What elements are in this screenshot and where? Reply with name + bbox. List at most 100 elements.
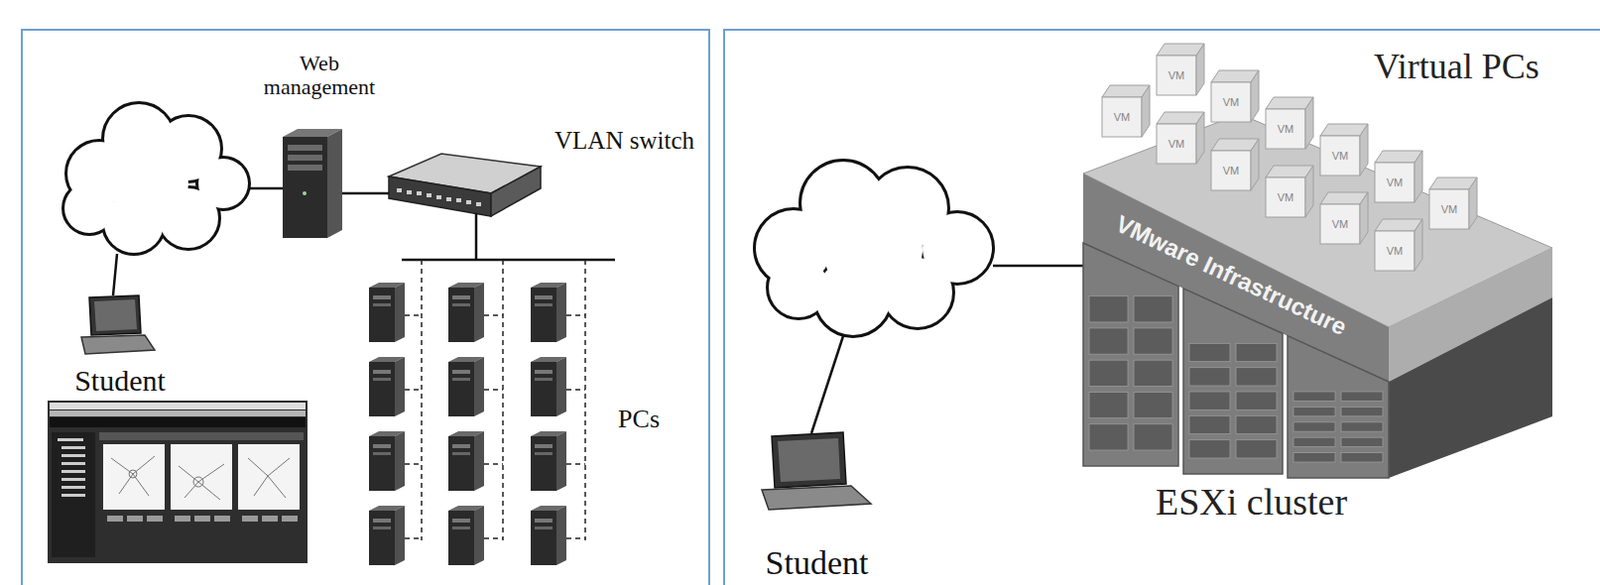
pc-tower	[394, 431, 405, 492]
server-rack	[1388, 297, 1553, 479]
network-wire	[811, 265, 1084, 434]
node-label: Student	[74, 364, 166, 397]
rack-unit	[1293, 391, 1336, 401]
vm-cube: VM	[1209, 68, 1261, 124]
rack-unit	[1235, 440, 1277, 459]
screenshot-thumbnail	[61, 446, 86, 450]
server-icon	[287, 154, 323, 161]
pc-tower	[530, 357, 567, 417]
cloud-icon	[755, 161, 992, 336]
rack-unit	[1235, 368, 1277, 386]
cloud-icon	[768, 257, 829, 318]
vm-label: VM	[1223, 96, 1240, 109]
rack-unit	[1189, 415, 1231, 434]
network-wire	[113, 253, 118, 296]
pc-tower	[369, 510, 395, 566]
pc-tower	[530, 362, 557, 417]
cloud-icon	[768, 257, 829, 318]
screenshot-thumbnail	[238, 444, 300, 510]
screenshot-thumbnail	[47, 400, 308, 564]
pc-tower	[369, 436, 395, 492]
pc-tower	[372, 526, 391, 530]
screenshot-thumbnail	[107, 515, 298, 522]
pc-tower	[452, 452, 471, 456]
pc-tower	[372, 452, 391, 456]
switch-icon	[388, 153, 541, 217]
node-label: PCs	[617, 405, 660, 435]
node-label: VLAN switch	[554, 126, 695, 155]
switch-icon	[466, 200, 472, 205]
pc-tower	[394, 357, 405, 417]
vm-cube: VM	[1100, 83, 1152, 139]
rack-unit	[1183, 288, 1283, 475]
dashed-link	[566, 388, 586, 391]
rack-unit	[1189, 368, 1231, 386]
node-label: Student	[765, 544, 869, 582]
vm-cube-side	[1196, 43, 1205, 96]
network-wire	[342, 192, 379, 196]
rack-unit	[1089, 424, 1128, 451]
node-label: Web management	[259, 51, 379, 100]
pc-tower	[452, 526, 471, 530]
pc-tower	[556, 282, 567, 343]
server-icon	[287, 144, 323, 151]
dashed-link	[584, 259, 587, 541]
vm-cube-front	[1265, 109, 1306, 149]
vm-cube: VM	[1209, 136, 1261, 193]
switch-icon	[491, 166, 541, 217]
switch-icon	[446, 197, 452, 202]
vm-cube-front	[1211, 82, 1251, 123]
screenshot-thumbnail	[99, 432, 304, 441]
pc-tower	[369, 362, 395, 417]
rack-unit	[1183, 288, 1283, 475]
vm-cube-side	[1469, 177, 1477, 230]
screenshot-thumbnail	[174, 515, 191, 522]
screenshot-thumbnail	[47, 400, 308, 564]
rack-unit	[1189, 440, 1231, 459]
screenshot-thumbnail	[178, 464, 225, 500]
vm-cube-side	[1305, 97, 1314, 149]
network-wire	[475, 213, 479, 215]
vm-label: VM	[1113, 111, 1131, 124]
dashed-link	[484, 463, 503, 466]
panel-frame	[724, 29, 1600, 585]
cloud-icon	[755, 161, 992, 336]
pc-tower	[474, 357, 485, 417]
rack-unit	[1083, 243, 1179, 467]
pc-tower	[530, 436, 557, 492]
pc-tower	[474, 505, 485, 566]
laptop-icon	[81, 335, 155, 355]
screenshot-thumbnail	[242, 515, 258, 522]
network-wire	[401, 258, 616, 262]
rack-unit	[1341, 391, 1383, 401]
switch-icon	[436, 195, 442, 200]
vm-cube: VM	[1263, 95, 1316, 151]
network-wire	[247, 187, 283, 191]
dashed-link	[404, 388, 422, 391]
pc-tower	[556, 357, 567, 417]
vm-label: VM	[1168, 69, 1186, 82]
server-icon	[282, 128, 343, 239]
switch-icon	[388, 176, 492, 217]
pc-tower	[369, 287, 395, 343]
pc-tower	[452, 295, 471, 300]
rack-unit	[1089, 296, 1128, 323]
pc-tower	[530, 510, 557, 566]
dashed-link	[420, 259, 423, 541]
pc-tower	[534, 295, 553, 300]
pc-tower	[534, 303, 553, 307]
vm-label: VM	[1332, 149, 1350, 162]
vm-label: VM	[1441, 203, 1459, 216]
screenshot-thumbnail	[126, 515, 143, 522]
pc-tower	[448, 357, 485, 417]
screenshot-thumbnail	[194, 515, 211, 522]
pc-tower	[372, 444, 391, 449]
vm-cube-front	[1429, 189, 1470, 230]
pc-tower	[530, 287, 557, 343]
cloud-icon	[109, 143, 189, 224]
screenshot-thumbnail	[61, 493, 86, 497]
switch-icon	[406, 190, 412, 195]
vm-cube-front	[1374, 162, 1415, 203]
